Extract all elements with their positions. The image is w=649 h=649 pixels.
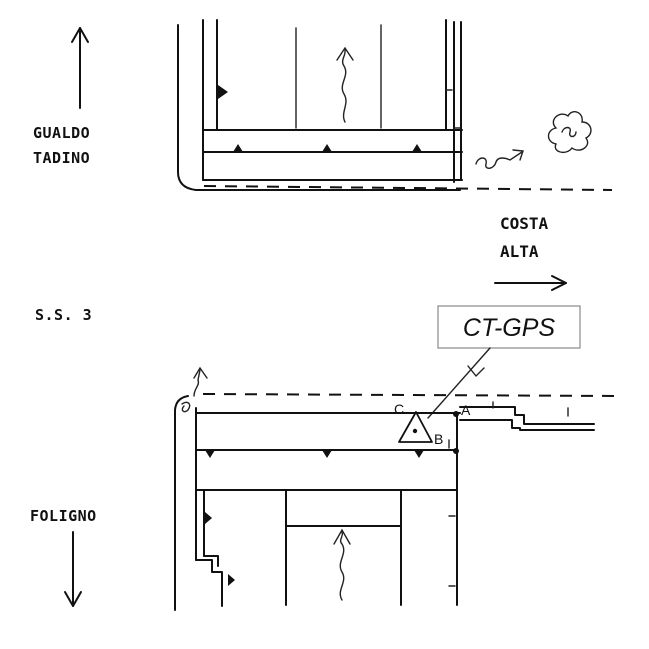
south-direction-arrow-icon — [64, 531, 82, 607]
north-direction-arrow-icon — [71, 27, 89, 109]
east-place-label-line2: ALTA — [500, 242, 539, 261]
north-town-label-line2: TADINO — [33, 149, 90, 167]
east-direction-arrow-icon — [494, 275, 567, 291]
upper-building — [177, 19, 463, 191]
tree-icon — [547, 111, 592, 154]
corner-arrow-icon — [193, 366, 208, 397]
squiggle-arrow-icon — [475, 149, 524, 169]
south-town-label: FOLIGNO — [30, 507, 97, 525]
upper-wavy-arrow-icon — [336, 46, 354, 123]
gps-triangle-icon — [398, 411, 433, 443]
road-label: S.S. 3 — [35, 306, 92, 324]
lower-wavy-arrow-icon — [333, 528, 351, 601]
station-callout: CT-GPS — [427, 305, 581, 419]
lower-building — [174, 395, 595, 611]
upper-road-edge — [203, 185, 613, 191]
point-b-label: B — [434, 431, 443, 447]
north-town-label-line1: GUALDO — [33, 124, 90, 142]
point-a-label: A — [461, 402, 471, 418]
point-c-label: C — [394, 401, 404, 417]
station-box-label: CT-GPS — [463, 314, 555, 342]
lower-road-edge — [202, 393, 617, 397]
east-place-label-line1: COSTA — [500, 214, 549, 233]
